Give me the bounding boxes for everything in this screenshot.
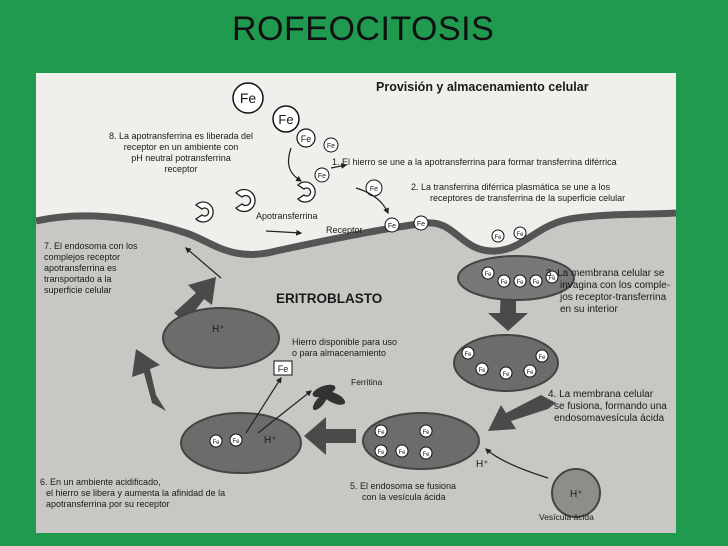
svg-text:con la vesícula ácida: con la vesícula ácida xyxy=(362,492,446,502)
apotransferrin-molecules xyxy=(194,181,316,223)
endosome-returning xyxy=(162,307,280,369)
slide-title: ROFEOCITOSIS xyxy=(232,10,495,48)
svg-text:pH neutral potransferrina: pH neutral potransferrina xyxy=(131,153,231,163)
fe-molecules-membrane: Fe Fe Fe Fe Fe Fe xyxy=(314,167,527,243)
svg-text:8. La apotransferrina es liber: 8. La apotransferrina es liberada del xyxy=(109,131,253,141)
svg-text:Fe: Fe xyxy=(548,276,556,282)
svg-text:Fe: Fe xyxy=(388,223,396,230)
ferritin-label: Ferritina xyxy=(351,377,382,387)
ferritin-icon xyxy=(312,384,346,411)
step-4-text: 4. La membrana celular se fusiona, forma… xyxy=(548,389,667,424)
iron-available-text: Hierro disponible para uso o para almace… xyxy=(292,337,397,358)
fe-molecules-endosome-6: Fe Fe xyxy=(209,433,243,448)
cycle-arrows xyxy=(132,277,556,455)
fe-icon xyxy=(272,105,300,133)
svg-text:se fusiona, formando una: se fusiona, formando una xyxy=(554,401,667,412)
svg-text:Fe: Fe xyxy=(398,450,406,456)
h-plus-endosome-6: H⁺ xyxy=(264,435,277,446)
svg-text:apotransferrina por su recepto: apotransferrina por su receptor xyxy=(46,499,170,509)
svg-text:invagina con los comple-: invagina con los comple- xyxy=(560,280,670,291)
step-6-text: 6. En un ambiente acidificado, el hierro… xyxy=(40,477,225,509)
svg-text:o para almacenamiento: o para almacenamiento xyxy=(292,348,386,358)
h-plus-endosome-7: H⁺ xyxy=(212,324,225,335)
fe-icon xyxy=(232,82,264,114)
vesicle-arrow xyxy=(485,448,549,479)
fe-molecules-endosome-4: Fe Fe Fe Fe Fe xyxy=(461,346,549,380)
apotransferrin-label: Apotransferrina xyxy=(256,211,318,221)
fe-free-label: Fe xyxy=(278,364,289,374)
step-5-text: 5. El endosoma se fusiona con la vesícul… xyxy=(350,481,456,502)
svg-text:Fe: Fe xyxy=(478,368,486,374)
step-1-text: 1. El hierro se une a la apotransferrina… xyxy=(332,157,617,167)
svg-text:4. La membrana celular: 4. La membrana celular xyxy=(548,389,654,400)
svg-text:6. En un ambiente acidificado,: 6. En un ambiente acidificado, xyxy=(40,477,161,487)
fe-molecules-endosome-3: Fe Fe Fe Fe Fe xyxy=(481,266,559,288)
svg-text:Fe: Fe xyxy=(538,355,546,361)
svg-text:receptores de transferrina de: receptores de transferrina de la superfi… xyxy=(430,193,625,203)
fe-icon xyxy=(323,137,339,153)
rofeocytosis-diagram: Fe Fe Fe Fe Provisión y almacenamiento c… xyxy=(36,73,676,533)
svg-text:Fe: Fe xyxy=(212,440,220,446)
svg-text:Hierro disponible para uso: Hierro disponible para uso xyxy=(292,337,397,347)
fe-molecules-endosome-5: Fe Fe Fe Fe Fe xyxy=(374,424,433,460)
fe-label: Fe xyxy=(240,90,257,106)
svg-text:Fe: Fe xyxy=(516,280,524,286)
svg-text:Fe: Fe xyxy=(532,280,540,286)
figure-header: Provisión y almacenamiento celular xyxy=(376,80,589,94)
fe-label: Fe xyxy=(327,143,335,150)
svg-text:superficie celular: superficie celular xyxy=(44,285,112,295)
endosome-acid xyxy=(453,334,559,392)
svg-text:en su interior: en su interior xyxy=(560,304,618,315)
svg-text:receptor: receptor xyxy=(164,164,197,174)
svg-text:Fe: Fe xyxy=(422,430,430,436)
svg-text:7. El endosoma con los: 7. El endosoma con los xyxy=(44,241,138,251)
svg-text:Fe: Fe xyxy=(232,439,240,445)
iron-arrows xyxy=(245,376,312,434)
acid-vesicle-label: Vesícula ácida xyxy=(539,512,594,522)
diagram-svg: Fe Fe Fe Fe Provisión y almacenamiento c… xyxy=(36,80,676,533)
svg-text:Fe: Fe xyxy=(377,430,385,436)
acid-vesicle xyxy=(551,468,601,518)
svg-text:3. La membrana celular se: 3. La membrana celular se xyxy=(546,268,665,279)
svg-text:el hierro se libera y aumenta: el hierro se libera y aumenta la afinida… xyxy=(46,488,225,498)
svg-text:Fe: Fe xyxy=(377,450,385,456)
step-8-text: 8. La apotransferrina es liberada del re… xyxy=(109,131,253,174)
svg-text:Fe: Fe xyxy=(502,372,510,378)
fe-label: Fe xyxy=(301,134,312,144)
h-plus-vesicle: H⁺ xyxy=(570,489,583,500)
fe-molecules-top: Fe Fe Fe Fe xyxy=(232,82,339,153)
svg-text:Fe: Fe xyxy=(500,280,508,286)
svg-text:receptor en un ambiente con: receptor en un ambiente con xyxy=(124,142,239,152)
svg-text:endosomavesícula ácida: endosomavesícula ácida xyxy=(554,413,665,424)
cell-membrane xyxy=(36,209,676,258)
fe-label: Fe xyxy=(278,112,293,127)
cell-label: ERITROBLASTO xyxy=(276,291,382,306)
svg-text:2. La transferrina diférrica p: 2. La transferrina diférrica plasmática … xyxy=(411,182,611,192)
svg-text:Fe: Fe xyxy=(417,221,425,228)
svg-text:transportado a la: transportado a la xyxy=(44,274,112,284)
svg-text:Fe: Fe xyxy=(526,370,534,376)
svg-text:Fe: Fe xyxy=(484,272,492,278)
h-plus-label: H⁺ xyxy=(476,459,489,470)
svg-text:apotransferrina es: apotransferrina es xyxy=(44,263,117,273)
step-7-text: 7. El endosoma con los complejos recepto… xyxy=(44,241,138,295)
svg-text:Fe: Fe xyxy=(422,452,430,458)
receptor-label: Receptor xyxy=(326,225,363,235)
svg-text:Fe: Fe xyxy=(494,235,502,241)
svg-text:Fe: Fe xyxy=(370,186,378,193)
step-3-text: 3. La membrana celular se invagina con l… xyxy=(546,268,670,315)
fe-icon xyxy=(296,128,316,148)
svg-text:complejos receptor: complejos receptor xyxy=(44,252,120,262)
fe-free-box xyxy=(273,360,293,376)
step-2-text: 2. La transferrina diférrica plasmática … xyxy=(411,182,625,203)
svg-text:Fe: Fe xyxy=(318,173,326,180)
svg-text:Fe: Fe xyxy=(464,352,472,358)
pointer-arrows xyxy=(185,147,389,279)
endosome-fused xyxy=(362,412,480,470)
svg-text:5. El endosoma se fusiona: 5. El endosoma se fusiona xyxy=(350,481,456,491)
svg-text:Fe: Fe xyxy=(516,232,524,238)
svg-text:jos receptor-transferrina: jos receptor-transferrina xyxy=(559,292,667,303)
